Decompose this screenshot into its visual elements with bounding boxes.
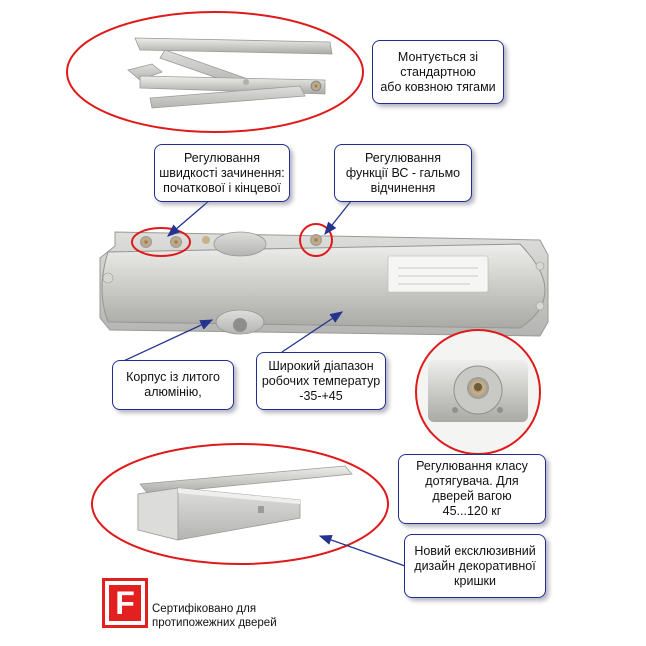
certification-text: Сертифіковано для протипожежних дверей <box>152 603 277 629</box>
callout-cover: Новий ексклюзивний дизайн декоративної к… <box>404 534 546 598</box>
callout-temperature: Широкий діапазон робочих температур -35-… <box>256 352 386 410</box>
cover-ellipse <box>91 443 389 565</box>
callout-strength-text: Регулювання класу дотягувача. Для дверей… <box>416 459 528 518</box>
callout-body-text: Корпус із литого алюмінію, <box>126 370 220 399</box>
callout-bc-text: Регулювання функції ВС - гальмо відчинен… <box>345 150 461 195</box>
door-closer-cover-image <box>137 465 353 541</box>
callout-temperature-text: Широкий діапазон робочих температур -35-… <box>261 358 381 403</box>
speed-valves-ellipse <box>131 227 191 257</box>
fire-badge-letter: F <box>109 585 141 621</box>
fire-certification-badge-icon: F <box>102 578 148 628</box>
speed-callout-arrow <box>167 199 211 237</box>
callout-strength: Регулювання класу дотягувача. Для дверей… <box>398 454 546 524</box>
bc-valve-ellipse <box>299 223 333 257</box>
callout-bc: Регулювання функції ВС - гальмо відчинен… <box>334 144 472 202</box>
callout-speed: Регулювання швидкості зачинення: початко… <box>154 144 290 202</box>
temperature-callout-arrow <box>281 311 344 353</box>
callout-cover-text: Новий ексклюзивний дизайн декоративної к… <box>414 543 536 588</box>
cover-callout-arrow <box>318 534 406 567</box>
arm-ellipse <box>66 11 364 133</box>
callout-mounting-text: Монтується зі стандартною або ковзною тя… <box>380 49 496 94</box>
spring-adjustment-closeup <box>416 330 540 454</box>
callout-mounting: Монтується зі стандартною або ковзною тя… <box>372 40 504 104</box>
arm-linkage-image <box>127 37 333 109</box>
callout-body: Корпус із литого алюмінію, <box>112 360 234 410</box>
bc-callout-arrow <box>324 195 356 236</box>
door-closer-body-image <box>99 231 549 337</box>
callout-speed-text: Регулювання швидкості зачинення: початко… <box>159 150 285 195</box>
body-callout-arrow <box>114 319 214 366</box>
